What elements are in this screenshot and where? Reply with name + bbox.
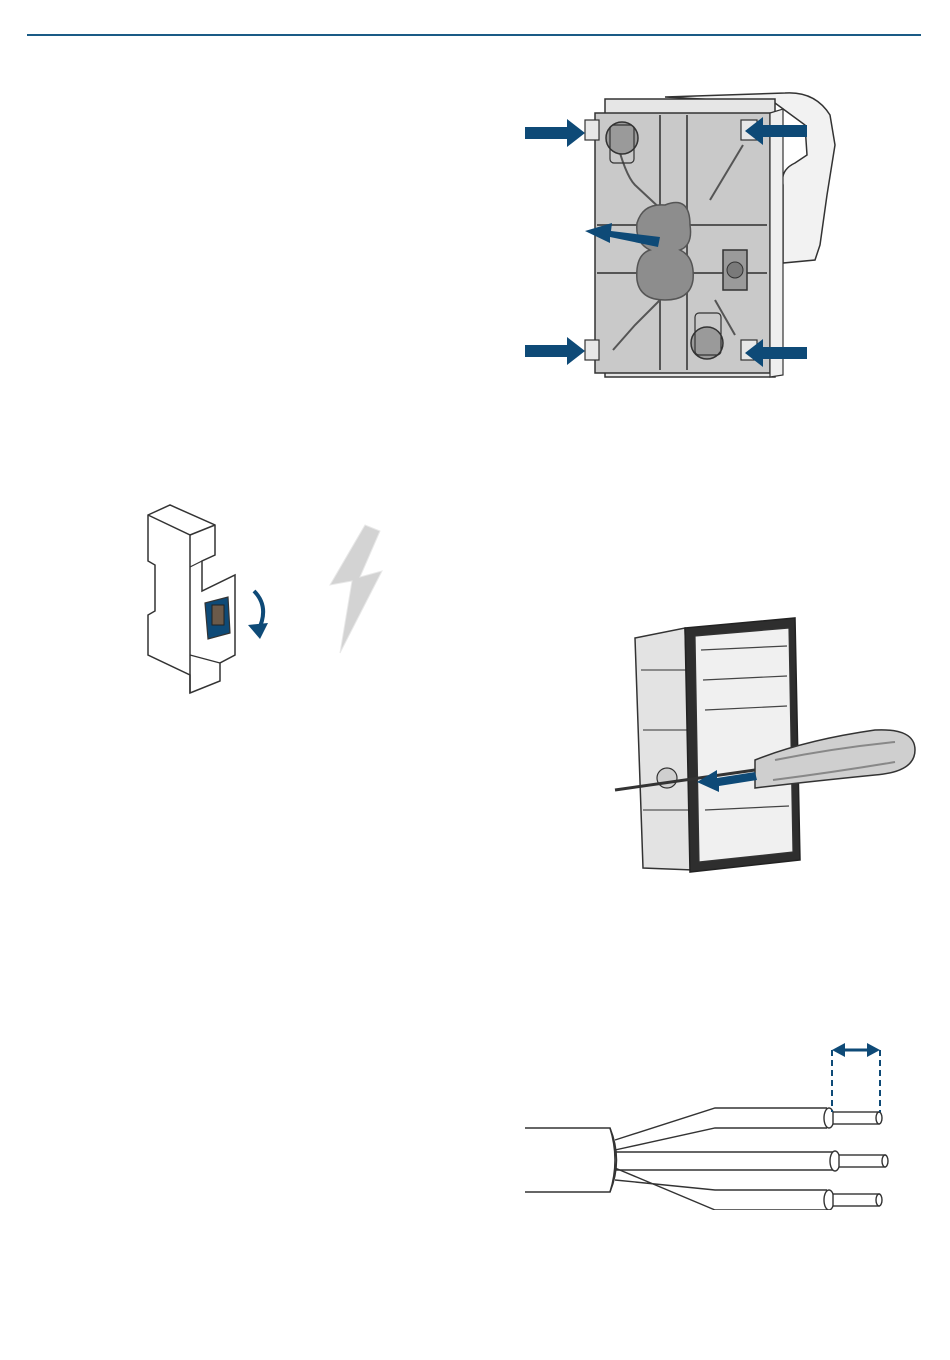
cable-illustration xyxy=(515,1040,895,1210)
header-rule xyxy=(27,34,921,36)
frame-inner xyxy=(695,628,793,862)
cable-sheath xyxy=(525,1128,617,1192)
lightning-icon xyxy=(330,525,382,653)
breaker-illustration xyxy=(130,495,400,705)
plate-edge xyxy=(770,109,783,377)
wires xyxy=(615,1108,833,1210)
wire-ends xyxy=(824,1108,888,1210)
measure-icon xyxy=(832,1043,880,1112)
base-plate-illustration xyxy=(515,85,845,390)
figure-screwdriver-release xyxy=(605,610,935,885)
figure-cable-strip xyxy=(515,1040,895,1210)
screwdriver-illustration xyxy=(605,610,935,885)
module-left xyxy=(635,628,693,870)
figure-base-plate xyxy=(515,85,845,390)
figure-circuit-breaker xyxy=(130,495,400,705)
